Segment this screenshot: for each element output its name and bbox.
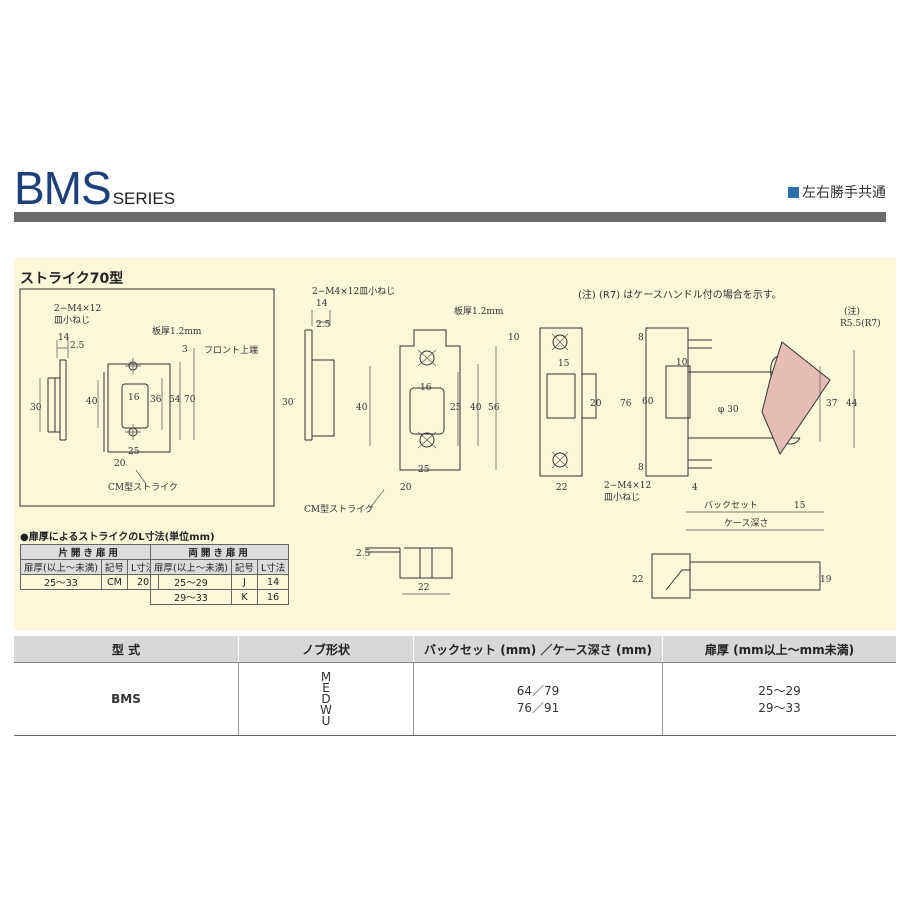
double-col-code: 記号 [230,559,258,575]
dim-15-bottom: 15 [794,501,806,511]
dim-10-right: 10 [508,333,520,343]
dim-40-left: 40 [86,397,98,407]
dim-20-right: 20 [590,399,602,409]
single-col-code: 記号 [100,559,128,575]
col-backset: バックセット (mm) ／ケース深さ (mm) [413,636,663,663]
square-bullet-icon [788,186,799,198]
dim-25b-left: 25 [128,447,140,457]
dim-16-mid: 16 [420,383,432,393]
dim-25-small: 2.5 [356,549,371,559]
spec-table: 型 式 ノブ形状 バックセット (mm) ／ケース深さ (mm) 扉厚 (mm以… [14,636,896,736]
label-case-depth: ケース深さ [724,518,769,529]
dim-60-right: 60 [642,397,654,407]
table-row: 29〜33 K 16 [150,589,290,605]
dim-56-mid: 56 [488,403,500,413]
dim-22-small: 22 [418,583,429,593]
dim-8-top: 8 [638,333,644,343]
single-door-table: 片開き扉用 扉厚(以上〜未満) 記号 L寸法 25〜33 CM 20 [19,544,160,590]
dim-25-mid-h: 25 [418,465,430,475]
label-r55: R5.5(R7) [840,318,881,329]
label-plate-left: 板厚1.2mm [152,325,202,337]
label-screw-right: 2−M4×12 [604,481,651,491]
dim-4-right: 4 [692,483,698,493]
label-screw-right2: 皿小ねじ [604,492,640,503]
dim-25-mid-v: 25 [450,403,462,413]
label-screw-mid: 2−M4×12皿小ねじ [312,286,395,297]
label-note-r: (注) [844,305,860,317]
dim-22-latch: 22 [632,575,643,585]
dim-14-mid: 14 [316,299,328,309]
dim-37-right: 37 [826,399,838,409]
backset-cell: 64／79 76／91 [413,662,663,736]
header-divider [14,212,886,222]
label-plate-mid: 板厚1.2mm [454,305,504,317]
dim-8-bottom: 8 [638,463,644,473]
label-phi30: φ 30 [718,405,739,415]
model-cell: BMS [14,662,239,736]
label-cm-strike-mid: CM型ストライク [304,504,374,515]
col-model: 型 式 [14,636,239,663]
label-screw-left: 2−M4×12 [54,304,101,314]
double-door-table: 両開き扉用 扉厚(以上〜未満) 記号 L寸法 25〜29 J 14 29〜33 … [149,544,290,605]
col-knob: ノブ形状 [238,636,414,663]
strike-title: ストライク70型 [20,271,124,287]
dim-15-right: 15 [558,359,570,369]
dim-20-mid: 20 [400,483,412,493]
single-door-group: 片開き扉用 [19,544,160,560]
dim-25-left: 2.5 [70,341,85,351]
strike-note: (注) (R7) はケースハンドル付の場合を示す。 [578,290,782,301]
double-col-l: L寸法 [256,559,290,575]
dim-10-latch: 10 [676,358,688,368]
dim-16-left: 16 [128,393,140,403]
dim-22-right: 22 [556,483,567,493]
dim-36-left: 36 [150,395,162,405]
l-table-label: ●扉厚によるストライクのL寸法(単位mm) [20,532,215,543]
dim-30-left: 30 [30,403,42,413]
label-screw-left2: 皿小ねじ [54,315,90,326]
dim-30-mid: 30 [282,398,294,408]
thickness-cell: 25〜29 29〜33 [662,662,896,736]
left-drawing-frame [19,288,275,507]
tagline: 左右勝手共通 [788,182,886,202]
label-front-top: フロント上端 [204,344,258,356]
technical-drawing: 2−M4×12 皿小ねじ 板厚1.2mm フロント上端 14 2.5 30 16… [19,286,881,599]
label-cm-strike-left: CM型ストライク [108,482,178,493]
dim-44-right: 44 [846,399,858,409]
label-backset: バックセット [704,500,758,511]
dim-20-left: 20 [114,459,126,469]
dim-25-mid: 2.5 [316,320,331,330]
dim-76-right: 76 [620,399,632,409]
table-row: 25〜33 CM 20 [20,574,160,590]
double-col-thickness: 扉厚(以上〜未満) [150,559,232,575]
col-thickness: 扉厚 (mm以上〜mm未満) [662,636,896,663]
dim-19-latch: 19 [820,575,832,585]
dim-3-left: 3 [182,345,188,355]
knob-cell: M E D W U [238,662,414,736]
dim-40-mid-left: 40 [356,403,368,413]
dim-14-left: 14 [58,333,70,343]
dim-70-left: 70 [184,395,196,405]
table-row: BMS M E D W U 64／79 76／91 25〜29 29〜33 [14,662,896,736]
dim-54-left: 54 [169,395,181,405]
single-col-thickness: 扉厚(以上〜未満) [20,559,102,575]
series-label: SERIES [112,189,176,208]
double-door-group: 両開き扉用 [149,544,290,560]
table-row: 25〜29 J 14 [150,574,290,590]
dim-40-mid: 40 [470,403,482,413]
